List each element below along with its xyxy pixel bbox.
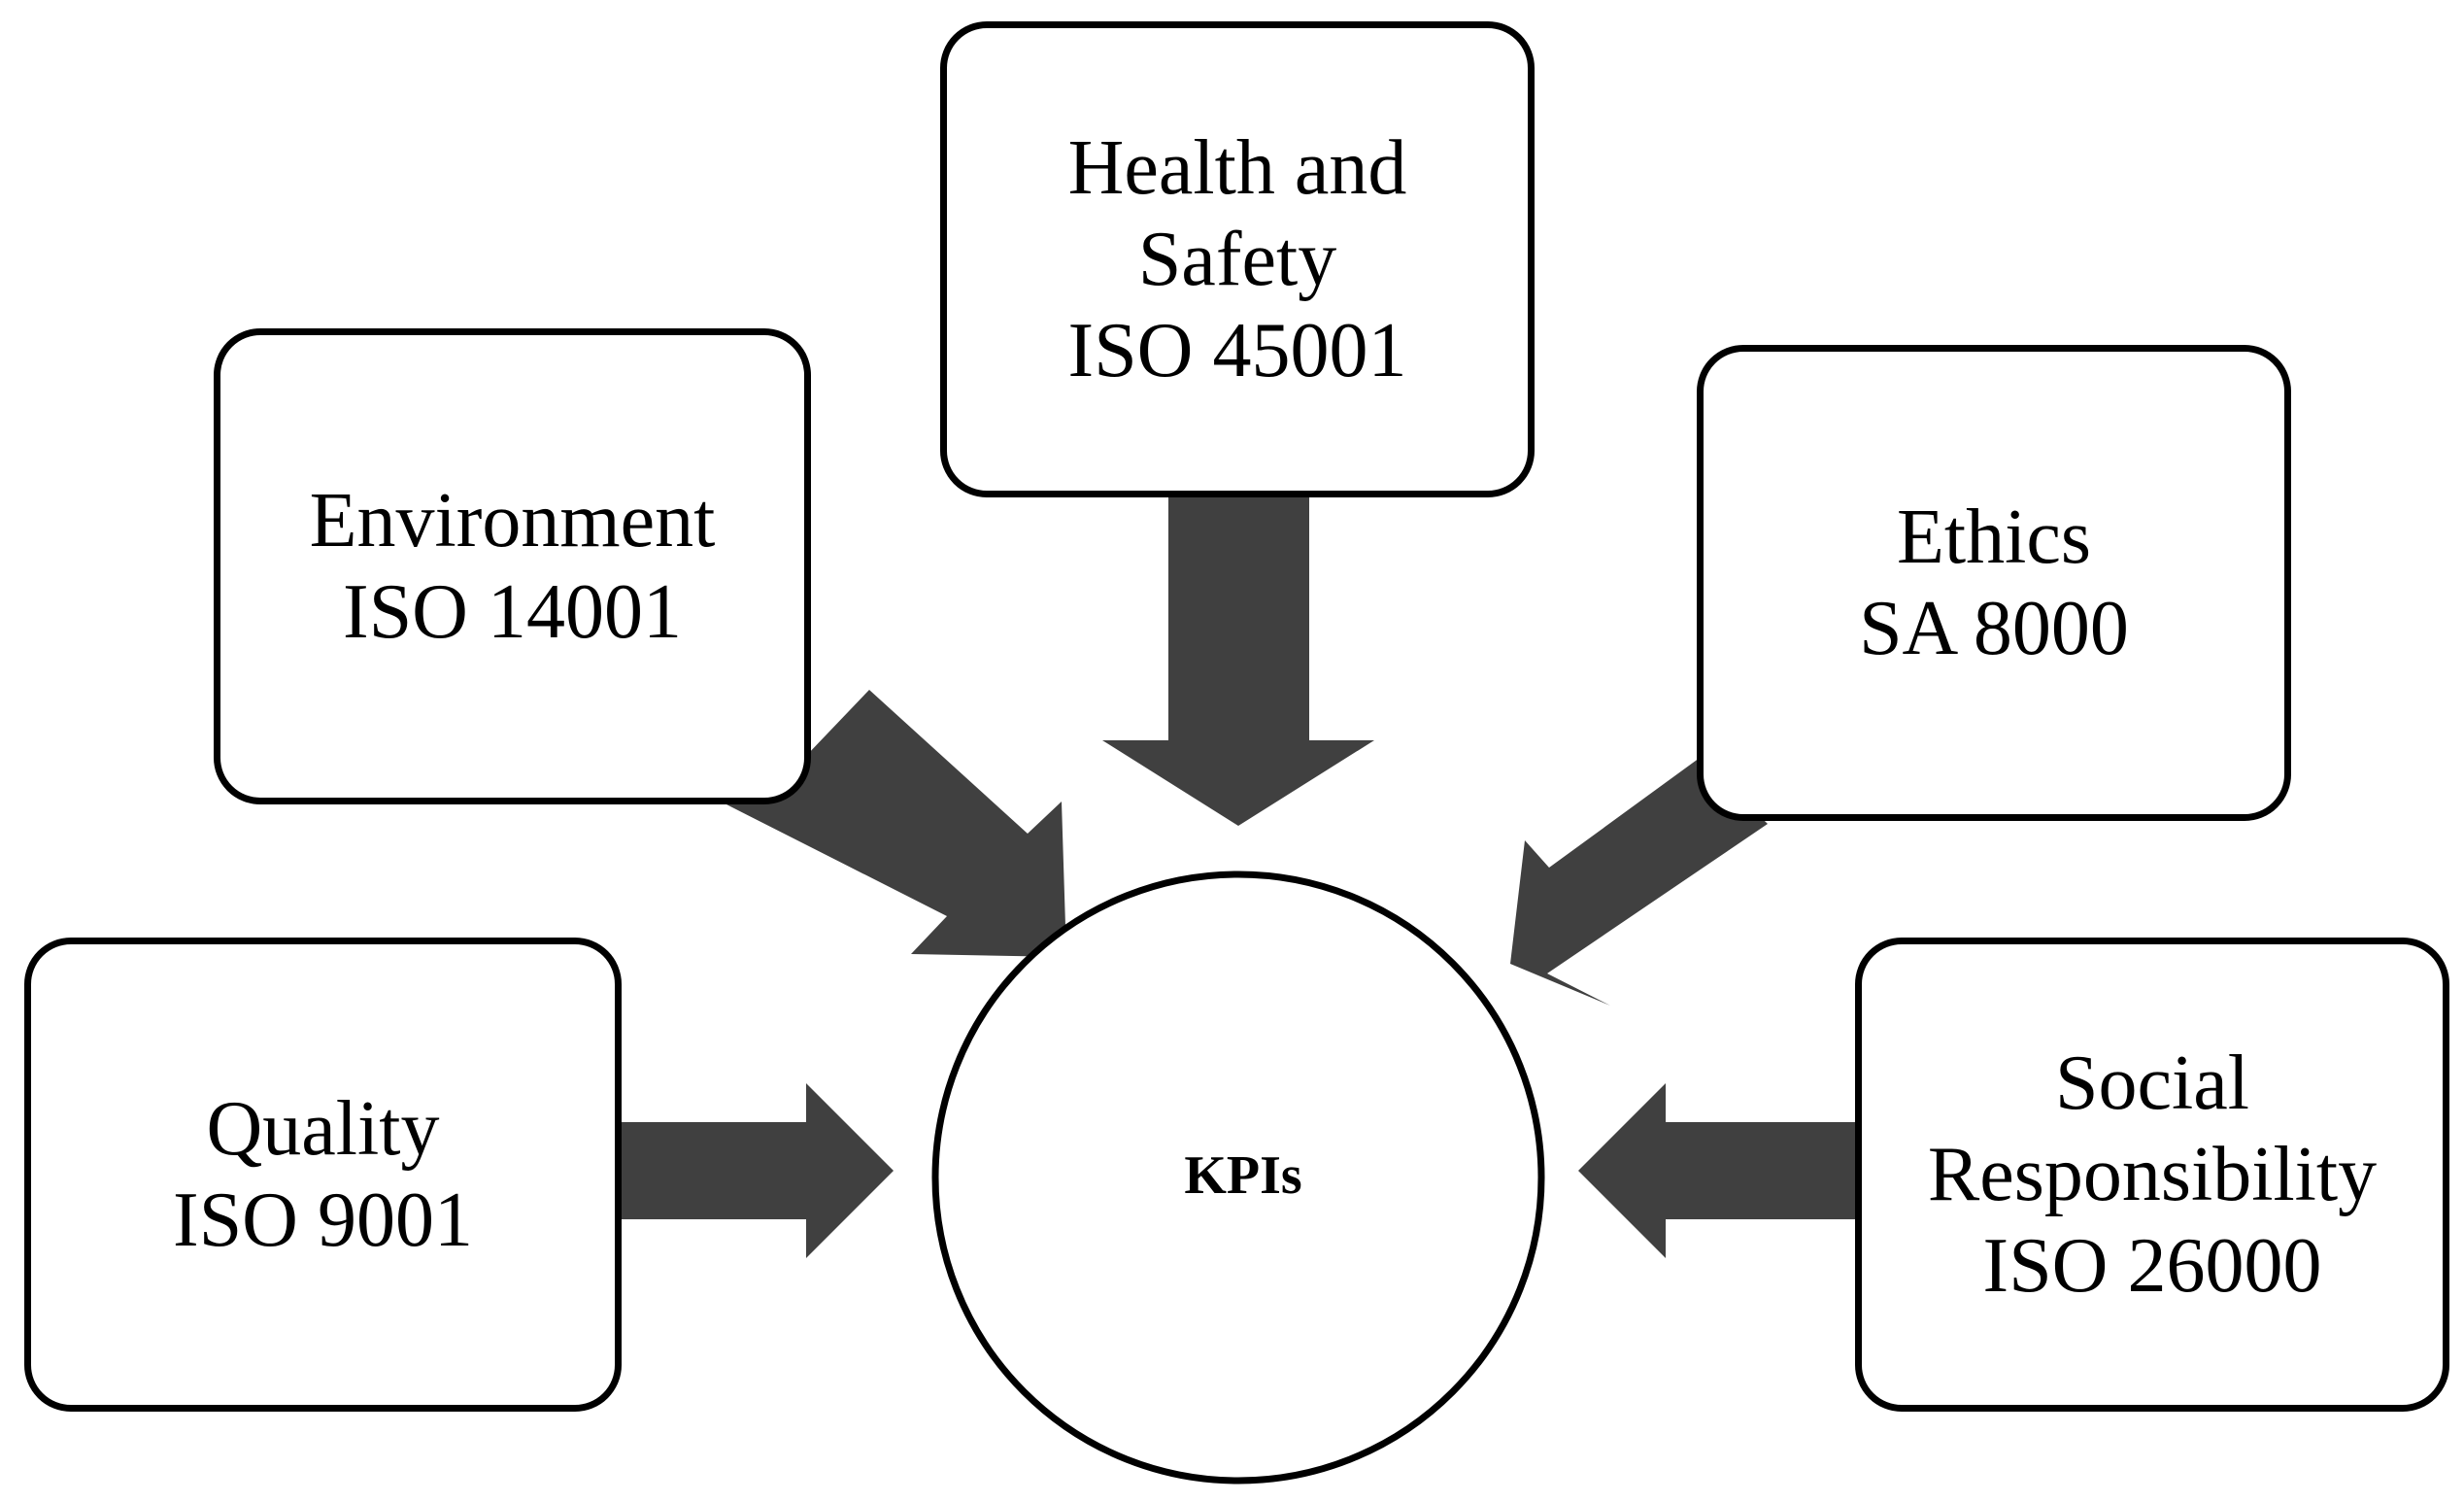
arrow-quality-to-kpis	[622, 1083, 894, 1258]
ethics-title: Ethics	[1897, 495, 2091, 580]
health-safety-box: Health and Safety ISO 45001	[940, 21, 1535, 497]
ethics-box: Ethics SA 8000	[1697, 345, 2291, 821]
health-title-line2: Safety	[1137, 217, 1337, 302]
social-standard: ISO 26000	[1982, 1223, 2322, 1309]
quality-title: Quality	[206, 1086, 440, 1172]
kpis-label: KPIs	[1184, 1145, 1302, 1206]
health-title-line1: Health and	[1067, 125, 1407, 211]
health-standard: ISO 45001	[1067, 308, 1407, 393]
environment-standard: ISO 14001	[343, 569, 682, 655]
social-title-line1: Social	[2055, 1041, 2249, 1126]
arrow-social-to-kpis	[1578, 1083, 1855, 1258]
environment-box: Environment ISO 14001	[214, 328, 811, 804]
arrow-environment-to-kpis	[726, 690, 1066, 957]
quality-box: Quality ISO 9001	[24, 938, 622, 1412]
arrow-health-to-kpis	[1102, 497, 1374, 826]
social-responsibility-box: Social Responsibility ISO 26000	[1855, 938, 2449, 1412]
arrow-ethics-to-kpis	[1510, 758, 1768, 1006]
quality-standard: ISO 9001	[173, 1178, 473, 1263]
social-title-line2: Responsibility	[1927, 1132, 2378, 1217]
environment-title: Environment	[309, 478, 716, 563]
ethics-standard: SA 8000	[1859, 586, 2129, 671]
kpis-circle	[931, 870, 1545, 1485]
